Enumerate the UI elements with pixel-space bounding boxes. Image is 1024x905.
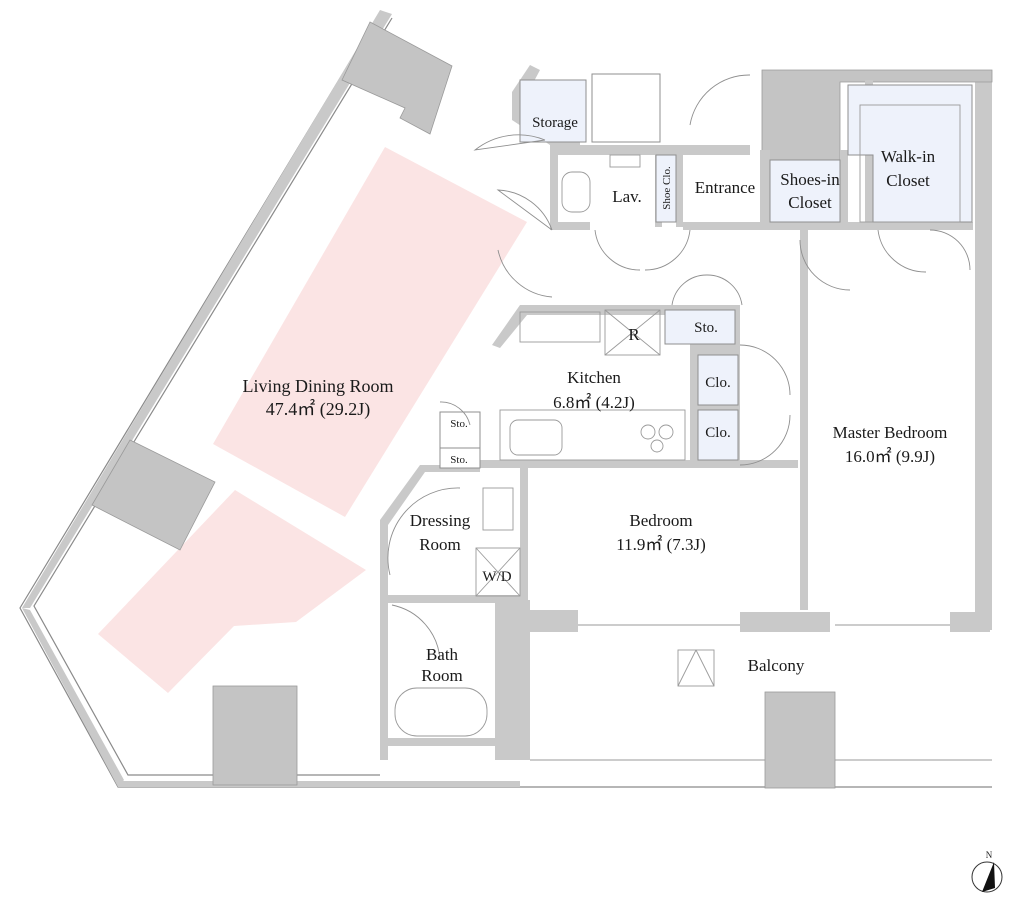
small-storage-label-2: Sto.: [450, 454, 468, 466]
shoes-in-closet-label-1: Shoes-in: [780, 170, 840, 189]
living-room-name: Living Dining Room: [242, 376, 393, 396]
bath-room-label-1: Bath: [426, 645, 459, 664]
closet-label-2: Clo.: [705, 425, 730, 441]
closet-areas: [439, 73, 973, 469]
walk-in-closet-label-2: Closet: [886, 171, 930, 190]
bedroom-name: Bedroom: [629, 511, 692, 530]
master-bedroom-name: Master Bedroom: [833, 423, 948, 442]
kitchen-name: Kitchen: [567, 368, 621, 387]
entrance-label: Entrance: [695, 178, 755, 197]
compass-north-label: N: [986, 850, 993, 860]
storage-label: Storage: [532, 115, 578, 131]
master-bedroom-area: 16.0㎡ (9.9J): [845, 447, 935, 466]
living-room-area: 47.4㎡ (29.2J): [266, 398, 371, 420]
bath-room-label-2: Room: [421, 666, 463, 685]
lav-label: Lav.: [612, 187, 642, 206]
shoe-closet-label: Shoe Clo.: [661, 166, 673, 210]
exterior-walls: [19, 10, 992, 788]
room-labels: Living Dining Room 47.4㎡ (29.2J) Kitchen…: [242, 115, 947, 685]
balcony-label: Balcony: [748, 656, 805, 675]
north-compass: N: [971, 850, 1003, 893]
walk-in-closet-label-1: Walk-in: [881, 147, 936, 166]
bedroom-area: 11.9㎡ (7.3J): [616, 535, 706, 554]
kitchen-storage-label: Sto.: [694, 320, 718, 336]
shoes-in-closet-label-2: Closet: [788, 193, 832, 212]
pillars: [91, 21, 993, 789]
washer-dryer-label: W/D: [482, 569, 511, 585]
living-room-highlight: [98, 147, 527, 693]
refrigerator-label: R: [628, 325, 640, 344]
small-storage-label-1: Sto.: [450, 418, 468, 430]
door-swings: [387, 74, 971, 661]
closet-label-1: Clo.: [705, 375, 730, 391]
dressing-room-label-2: Room: [419, 535, 461, 554]
dressing-room-label-1: Dressing: [410, 511, 471, 530]
kitchen-area: 6.8㎡ (4.2J): [553, 393, 635, 412]
fixtures: [394, 154, 715, 737]
